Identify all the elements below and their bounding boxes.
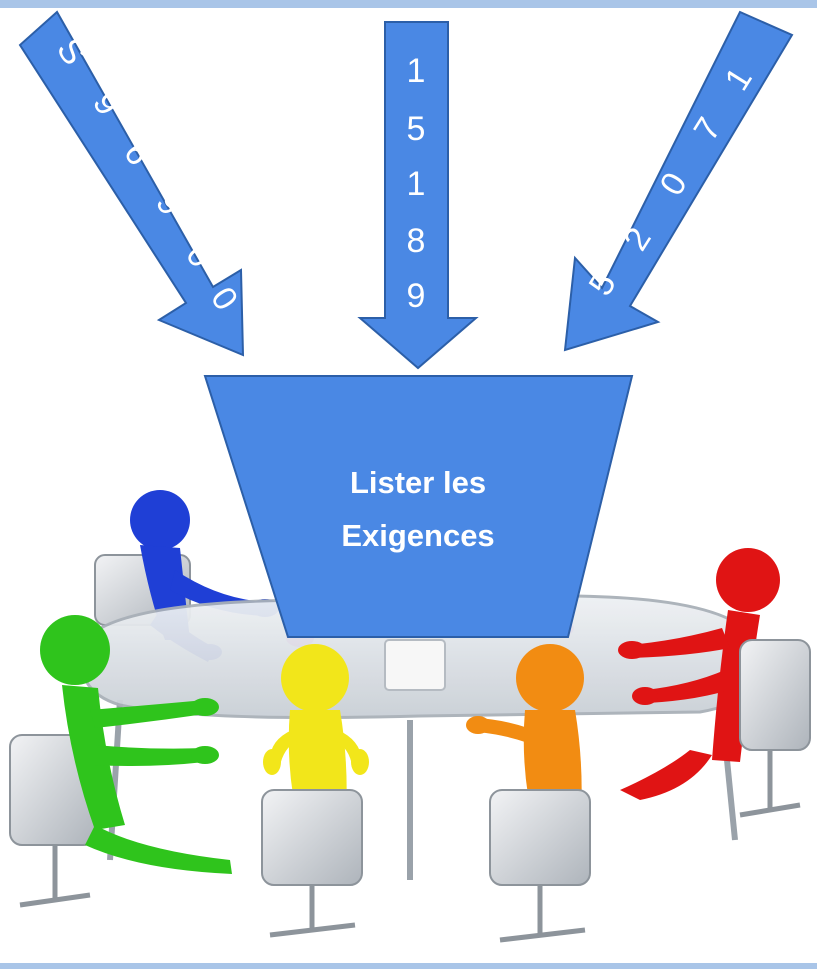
chair-front-left (261, 789, 363, 938)
arrow-center: 1 5 1 8 9 (357, 21, 479, 370)
arrow-center-char: 8 (407, 222, 426, 260)
chair-front-right (489, 789, 591, 943)
bottom-border (0, 963, 817, 969)
arrow-center-char: 9 (407, 277, 426, 315)
figure-green (40, 615, 232, 874)
top-border (0, 0, 817, 8)
chair-right (739, 639, 811, 818)
arrow-left: S 9 6 9 0 0 (18, 10, 245, 357)
figure-red (618, 548, 780, 800)
funnel-label-line2: Exigences (341, 518, 494, 553)
arrow-right: 1 7 0 2 5 (563, 10, 794, 352)
arrow-center-char: 1 (407, 165, 426, 203)
meeting-illustration (9, 490, 811, 943)
funnel-label-line1: Lister les (350, 465, 486, 500)
arrow-center-char: 5 (407, 110, 426, 148)
chair-left (9, 734, 96, 908)
arrow-center-digits: 1 5 1 8 9 (407, 52, 426, 315)
funnel-shape: Lister les Exigences (203, 375, 634, 638)
conference-table (80, 594, 763, 720)
arrow-center-char: 1 (407, 52, 426, 90)
